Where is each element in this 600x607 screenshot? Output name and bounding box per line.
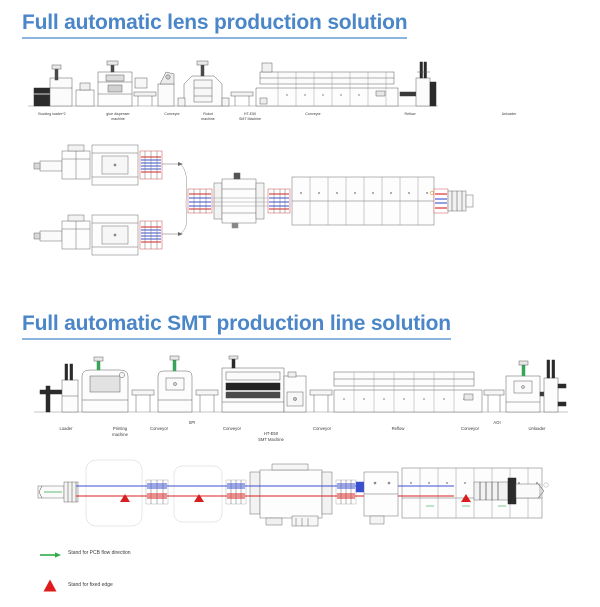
- smt-caption-row: Loader Printing machine Conveyor SPI Con…: [0, 420, 600, 442]
- legend-label-flow-direction: Stand for PCB flow direction: [68, 550, 131, 556]
- caption-conveyor-1: Conveyor: [150, 426, 168, 431]
- fixed-edge-marker: [120, 494, 471, 502]
- smt-plan-pcb-flow-overlay: [34, 458, 568, 536]
- caption-conveyor-2: Conveyor: [305, 112, 321, 116]
- page-title-smt: Full automatic SMT production line solut…: [22, 312, 451, 341]
- lens-line-plan-drawing: [28, 143, 474, 263]
- red-triangle-icon: [38, 578, 64, 592]
- caption-loader: Loader: [59, 426, 73, 431]
- caption-smt-machine: HT-E50 SMT Machine: [258, 431, 284, 442]
- legend-label-fixed-edge: Stand for fixed edge: [68, 582, 113, 588]
- caption-spi: SPI: [188, 420, 196, 425]
- caption-aoi: AOI: [493, 420, 501, 425]
- lens-caption-row: Bucking loader*2 glue dispenser machine …: [0, 112, 600, 130]
- caption-unloader: Unloader: [501, 112, 517, 116]
- caption-conveyor-1: Conveyor: [164, 112, 180, 116]
- green-arrow-icon: [38, 546, 64, 560]
- lens-line-elevation-drawing: [28, 58, 438, 110]
- caption-robot-machine: Robot machine: [201, 112, 215, 121]
- caption-reflow: Reflow: [404, 112, 416, 116]
- caption-conveyor-4: Conveyor: [461, 426, 479, 431]
- legend-item-fixed-edge: Stand for fixed edge: [38, 575, 298, 595]
- caption-conveyor-3: Conveyor: [313, 426, 331, 431]
- caption-bucking-loader: Bucking loader*2: [38, 112, 66, 116]
- legend: Stand for PCB flow direction Stand for f…: [38, 543, 298, 607]
- caption-unloader: Unloader: [528, 426, 546, 431]
- caption-smt-machine: HT-E50 SMT Machine: [238, 112, 262, 121]
- smt-line-elevation-drawing: [34, 355, 568, 416]
- page-title-lens: Full automatic lens production solution: [22, 11, 408, 40]
- legend-item-flow-direction: Stand for PCB flow direction: [38, 543, 298, 563]
- caption-printing-machine: Printing machine: [112, 426, 128, 437]
- caption-reflow: Reflow: [391, 426, 405, 431]
- caption-conveyor-2: Conveyor: [223, 426, 241, 431]
- caption-glue-dispenser: glue dispenser machine: [106, 112, 130, 121]
